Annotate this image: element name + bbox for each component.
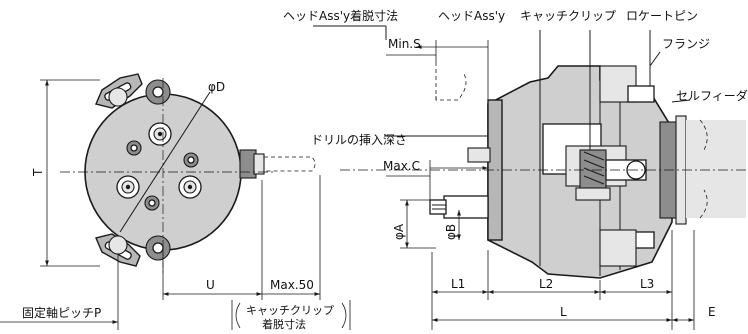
- label-head-assy: ヘッドAss'y: [438, 9, 505, 23]
- label-catch-clip: キャッチクリップ: [520, 9, 616, 23]
- label-l2: L2: [539, 277, 553, 291]
- label-flange: フランジ: [662, 37, 710, 51]
- side-view: [340, 62, 748, 279]
- drill-body: [429, 199, 447, 215]
- top-boss-hole: [152, 86, 164, 98]
- label-self-feeder: セルフィーダ: [676, 88, 748, 103]
- spindle-collar: [467, 147, 491, 163]
- front-view: [60, 73, 316, 276]
- label-max50: Max.50: [270, 278, 314, 292]
- front-view-dimensions: [0, 79, 351, 330]
- callout-leaders: [313, 25, 691, 150]
- label-e: E: [708, 305, 716, 319]
- spindle-holes: [116, 122, 202, 211]
- spindle-shaft: [443, 195, 489, 219]
- side-view-dimensions: [386, 40, 695, 330]
- text-labels: ヘッドAss'y着脱寸法 ヘッドAss'y キャッチクリップ ロケートピン フラ…: [22, 8, 748, 331]
- lower-lug-boss: [108, 235, 128, 255]
- flange-block-lower: [599, 229, 637, 267]
- label-u: U: [206, 278, 215, 292]
- label-pitch-p: 固定軸ピッチP: [22, 305, 101, 320]
- label-max-c: Max.C: [383, 159, 420, 173]
- label-drill-depth: ドリルの挿入深さ: [311, 133, 407, 147]
- label-catch-clip-mount-2: 着脱寸法: [262, 317, 306, 330]
- side-pin-hidden: [264, 156, 316, 172]
- side-nozzle-ring: [253, 153, 265, 175]
- bottom-boss-hole: [152, 242, 164, 254]
- label-head-assy-mount-dim: ヘッドAss'y着脱寸法: [283, 8, 398, 23]
- label-l1: L1: [451, 277, 465, 291]
- label-l: L: [560, 305, 567, 319]
- label-locate-pin: ロケートピン: [626, 9, 698, 23]
- label-l3: L3: [640, 277, 654, 291]
- label-catch-clip-mount-1: キャッチクリップ: [246, 304, 334, 317]
- label-phi-d: φD: [208, 80, 225, 94]
- label-t: T: [31, 168, 45, 177]
- label-min-s: Min.S: [388, 37, 421, 51]
- upper-lug-boss: [108, 87, 128, 107]
- locate-pin-upper: [627, 85, 655, 103]
- self-feeder-stub: [686, 120, 746, 218]
- min-s-hidden: [435, 62, 467, 101]
- label-phi-b: φB: [444, 224, 458, 240]
- clip-body-lower: [575, 187, 611, 201]
- label-phi-a: φA: [392, 223, 406, 240]
